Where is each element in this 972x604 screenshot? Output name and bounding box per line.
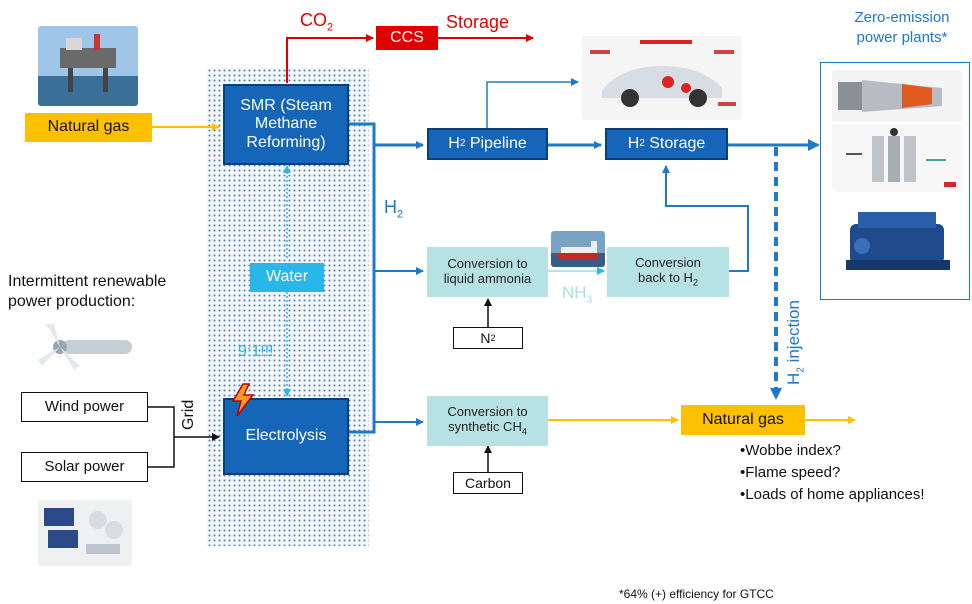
h2-storage-sub: 2 [639,138,645,150]
footnote: *64% (+) efficiency for GTCC [619,587,774,601]
intermittent-label: Intermittent renewable power production: [8,273,167,310]
nh3-sub: 3 [586,294,593,306]
h2-pipeline-sub: 2 [459,138,466,150]
ccs-box: CCS [376,26,438,50]
carbon-box: Carbon [453,472,523,494]
wind-power-box: Wind power [21,392,148,422]
list-item: Loads of home appliances! [740,484,924,506]
back-sub: 2 [692,277,698,288]
h2-injection-rest: injection [784,300,803,368]
n2-sub: 2 [490,332,496,343]
ammonia-line-1: Conversion to [447,256,528,272]
zero-emission-title: Zero-emission power plants* [854,9,950,46]
h2-injection-h: H [784,372,803,385]
gas-turbine-image [832,70,962,122]
lng-ship-image [551,231,605,267]
co2-sub: 2 [327,21,334,34]
h2-manifold-label: H2 [384,197,403,221]
ch4-line-2-wrap: synthetic CH4 [448,419,527,437]
back-line-2-wrap: back to H2 [638,270,698,288]
co2-text: CO [300,10,327,30]
h2-side-text: H [384,197,397,217]
solar-power-box: Solar power [21,452,148,482]
back-line-2: back to H [638,270,693,285]
ch4-line-2: synthetic CH [448,419,522,434]
grid-label: Grid [180,399,197,430]
electrolysis-box: Electrolysis [223,398,349,475]
zero-emission-plants-frame [820,62,970,300]
conversion-back-box: Conversion back to H2 [607,247,729,297]
h2-side-sub: 2 [397,208,404,221]
h2-pipeline-h: H [448,134,460,152]
wind-turbine-image [36,322,140,372]
water-box: Water [250,263,324,292]
synthetic-ch4-box: Conversion to synthetic CH4 [427,396,548,446]
ch4-line-1: Conversion to [447,404,528,420]
storage-label: Storage [446,12,510,32]
back-line-1: Conversion [635,255,701,271]
lightning-icon [229,383,257,422]
n2-h: N [480,329,491,346]
ch4-sub: 4 [521,426,527,437]
natural-gas-output-box: Natural gas [681,405,805,435]
offshore-platform-image [38,26,138,106]
smr-box: SMR (Steam Methane Reforming) [223,84,349,165]
h2-storage-rest: Storage [644,134,706,152]
h2-injection-sub: 2 [795,367,807,373]
co2-label: CO2 [300,10,333,34]
ratio-label: 9:1!!! [238,343,274,360]
fuel-cell-schematic-image [832,124,962,192]
natural-gas-concerns-list: Wobbe index? Flame speed? Loads of home … [740,440,925,506]
list-item: Flame speed? [740,462,925,484]
solar-plant-image [38,500,132,566]
natural-gas-input-box: Natural gas [25,113,152,142]
h2-pipeline-rest: Pipeline [465,134,527,152]
gas-engine-image [836,198,960,286]
ammonia-line-2: liquid ammonia [443,271,532,286]
nh3-label: NH3 [562,283,592,305]
h2-storage-h: H [627,134,640,152]
nh3-text: NH [562,283,587,302]
liquid-ammonia-box: Conversion to liquid ammonia [427,247,548,297]
fuel-cell-car-image [582,36,742,120]
list-item: Wobbe index? [740,440,925,462]
h2-injection-label: H2 injection [784,300,806,385]
